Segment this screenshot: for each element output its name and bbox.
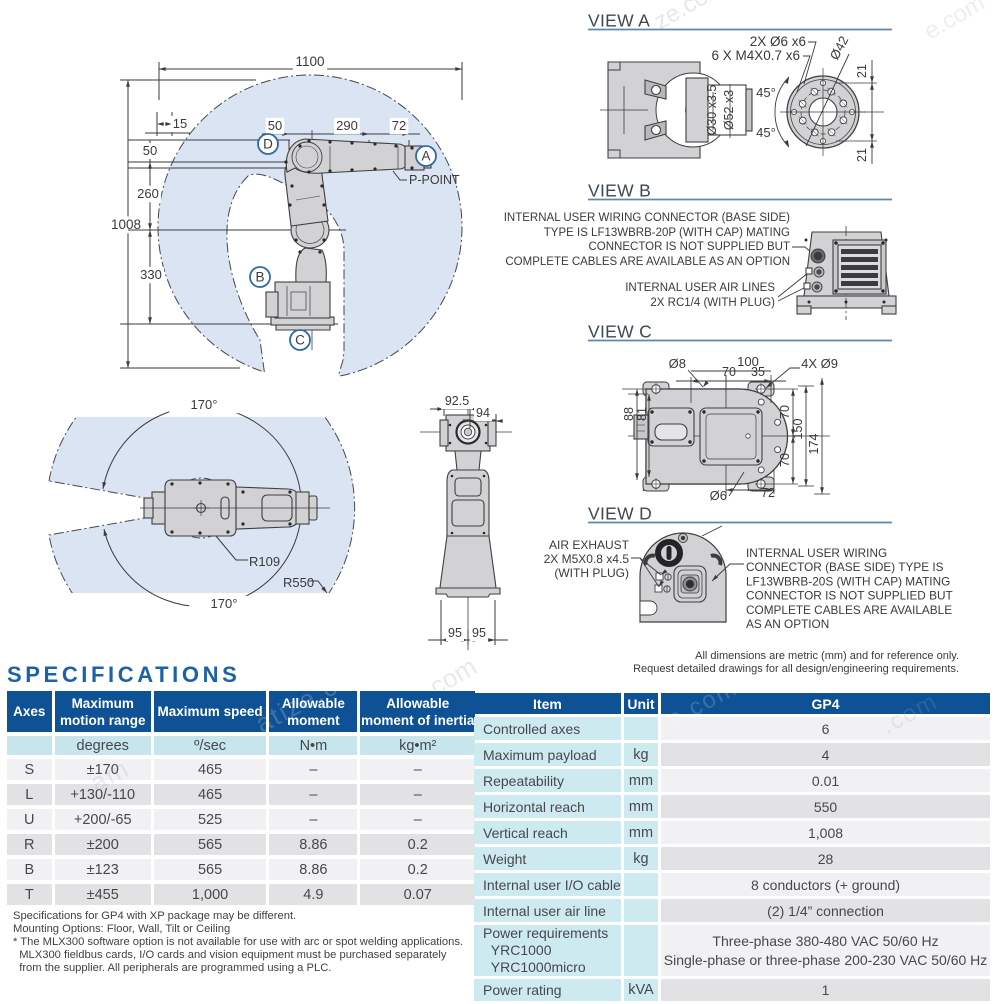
svg-text:.com: .com — [418, 651, 482, 690]
svg-text:INTERNAL USER WIRING: INTERNAL USER WIRING — [746, 546, 887, 560]
svg-text:170°: 170° — [191, 397, 218, 412]
svg-text:VIEW A: VIEW A — [588, 11, 650, 31]
svg-text:TYPE IS LF13WBRB-20P (WITH CAP: TYPE IS LF13WBRB-20P (WITH CAP) MATING — [544, 227, 790, 239]
svg-text:Request detailed drawings for: Request detailed drawings for all design… — [633, 663, 959, 675]
svg-text:174: 174 — [807, 434, 821, 455]
svg-text:290: 290 — [336, 118, 358, 133]
svg-text:72: 72 — [761, 486, 775, 500]
svg-text:Ø52 x3: Ø52 x3 — [722, 90, 736, 130]
svg-text:(WITH PLUG): (WITH PLUG) — [554, 566, 629, 580]
svg-text:VIEW B: VIEW B — [588, 181, 651, 201]
svg-text:Ø42: Ø42 — [827, 34, 852, 63]
svg-text:150: 150 — [791, 419, 805, 440]
svg-text:1100: 1100 — [295, 54, 324, 69]
svg-text:Ø8: Ø8 — [669, 356, 686, 371]
svg-text:95: 95 — [448, 626, 462, 640]
svg-text:B: B — [255, 270, 264, 285]
svg-text:45°: 45° — [756, 125, 776, 140]
svg-text:Ø30 x3.5: Ø30 x3.5 — [705, 85, 719, 136]
svg-text:CONNECTOR (BASE SIDE) TYPE IS: CONNECTOR (BASE SIDE) TYPE IS — [746, 560, 944, 574]
svg-text:INTERNAL USER AIR LINES: INTERNAL USER AIR LINES — [625, 282, 775, 294]
svg-text:81: 81 — [635, 407, 649, 421]
svg-text:4X Ø9: 4X Ø9 — [801, 356, 838, 371]
svg-text:P-POINT: P-POINT — [409, 173, 460, 187]
svg-text:Ø6: Ø6 — [710, 488, 727, 503]
svg-text:A: A — [421, 149, 430, 164]
svg-text:170°: 170° — [211, 596, 238, 611]
svg-text:CONNECTOR IS NOT SUPPLIED BUT: CONNECTOR IS NOT SUPPLIED BUT — [589, 241, 791, 253]
svg-text:2X M5X0.8 x4.5: 2X M5X0.8 x4.5 — [544, 552, 630, 566]
svg-text:6 X M4X0.7 x6: 6 X M4X0.7 x6 — [711, 48, 800, 63]
svg-text:All dimensions are metric (mm): All dimensions are metric (mm) and for r… — [695, 650, 959, 662]
svg-text:21: 21 — [855, 148, 869, 162]
svg-text:70: 70 — [722, 365, 736, 379]
svg-text:72: 72 — [392, 118, 406, 133]
svg-text:21: 21 — [855, 64, 869, 78]
svg-text:50: 50 — [143, 143, 157, 158]
svg-text:D: D — [263, 137, 273, 152]
svg-text:LF13WBRB-20S (WITH CAP) MATING: LF13WBRB-20S (WITH CAP) MATING — [746, 574, 950, 588]
svg-text:100: 100 — [737, 354, 759, 369]
svg-text:70: 70 — [778, 405, 792, 419]
svg-text:2X Ø6 x6: 2X Ø6 x6 — [750, 34, 806, 49]
svg-text:AS AN OPTION: AS AN OPTION — [746, 617, 829, 631]
svg-text:94: 94 — [476, 406, 490, 420]
svg-text:95: 95 — [472, 626, 486, 640]
svg-text:92.5: 92.5 — [445, 394, 469, 408]
svg-text:R550: R550 — [283, 575, 314, 590]
svg-text:260: 260 — [137, 186, 159, 201]
svg-text:35: 35 — [751, 365, 765, 379]
svg-text:2X RC1/4 (WITH PLUG): 2X RC1/4 (WITH PLUG) — [650, 297, 775, 309]
svg-text:CONNECTOR IS NOT SUPPLIED BUT: CONNECTOR IS NOT SUPPLIED BUT — [746, 589, 953, 603]
svg-text:COMPLETE CABLES ARE AVAILABLE: COMPLETE CABLES ARE AVAILABLE AS AN OPTI… — [505, 256, 790, 268]
svg-text:88: 88 — [622, 407, 636, 421]
svg-text:VIEW C: VIEW C — [588, 322, 652, 342]
svg-text:15: 15 — [173, 116, 187, 131]
svg-text:R109: R109 — [249, 554, 280, 569]
svg-text:45°: 45° — [756, 85, 776, 100]
svg-text:VIEW D: VIEW D — [588, 504, 652, 524]
svg-text:70: 70 — [778, 453, 792, 467]
svg-text:COMPLETE CABLES ARE AVAILABLE: COMPLETE CABLES ARE AVAILABLE — [746, 603, 952, 617]
svg-text:1008: 1008 — [111, 217, 141, 232]
svg-text:AIR EXHAUST: AIR EXHAUST — [549, 538, 630, 552]
svg-text:50: 50 — [268, 118, 282, 133]
svg-text:e.com: e.com — [920, 0, 990, 45]
svg-text:INTERNAL USER WIRING CONNECTOR: INTERNAL USER WIRING CONNECTOR (BASE SID… — [504, 212, 790, 224]
svg-text:C: C — [295, 333, 305, 348]
svg-text:330: 330 — [140, 267, 162, 282]
